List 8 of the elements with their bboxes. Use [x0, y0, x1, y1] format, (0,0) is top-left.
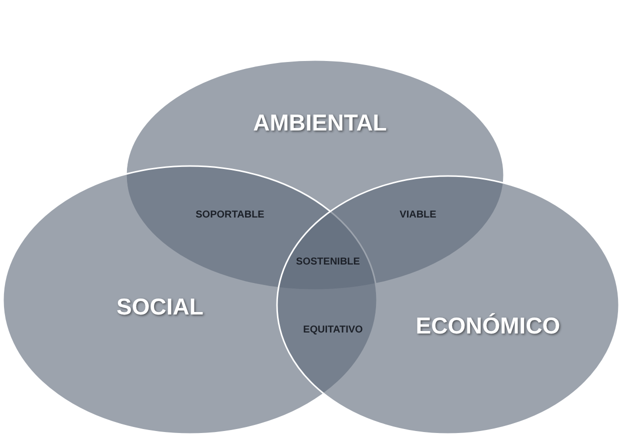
venn-ellipse [276, 175, 620, 435]
intersection-label: SOPORTABLE [196, 210, 264, 220]
intersection-label: SOSTENIBLE [296, 256, 360, 268]
set-title: AMBIENTAL [253, 110, 387, 136]
set-title: SOCIAL [116, 294, 204, 320]
intersection-label: VIABLE [400, 210, 436, 220]
set-title: ECONÓMICO [416, 312, 560, 340]
intersection-label: EQUITATIVO [303, 324, 363, 336]
